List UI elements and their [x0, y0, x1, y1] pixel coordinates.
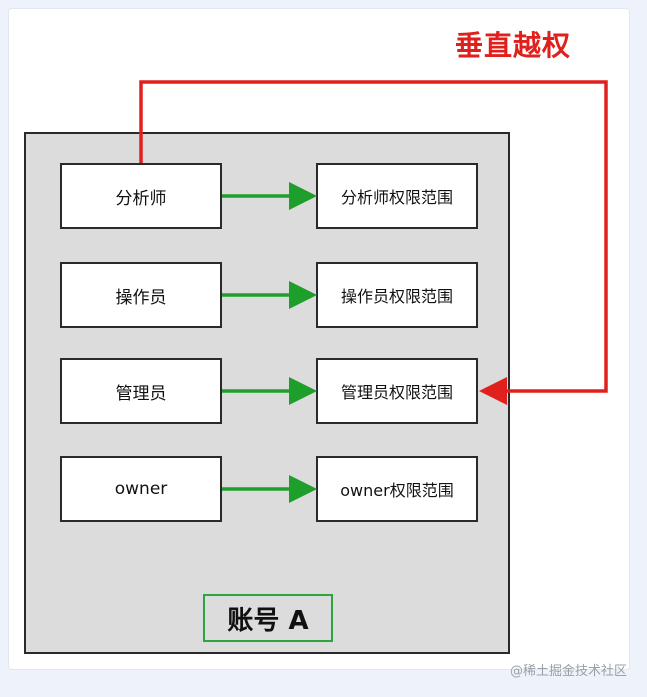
- scope-owner-box: owner权限范围: [316, 456, 478, 522]
- escalation-arrow: [139, 80, 608, 405]
- role-analyst-label: 分析师: [115, 188, 167, 209]
- account-label-text: 账号 A: [227, 605, 309, 636]
- scope-owner-label: owner权限范围: [340, 481, 454, 500]
- watermark: @稀土掘金技术社区: [509, 664, 627, 679]
- scope-admin-box: 管理员权限范围: [316, 358, 478, 424]
- role-operator-box: 操作员: [60, 262, 222, 328]
- scope-analyst-box: 分析师权限范围: [316, 163, 478, 229]
- role-admin-label: 管理员: [115, 383, 167, 404]
- role-analyst-box: 分析师: [60, 163, 222, 229]
- scope-operator-label: 操作员权限范围: [340, 287, 453, 306]
- scope-operator-box: 操作员权限范围: [316, 262, 478, 328]
- account-label: 账号 A: [203, 594, 333, 642]
- diagram-title: 垂直越权: [455, 29, 572, 62]
- role-owner-label: owner: [114, 479, 168, 499]
- role-operator-label: 操作员: [115, 287, 167, 308]
- role-owner-box: owner: [60, 456, 222, 522]
- scope-analyst-label: 分析师权限范围: [340, 188, 453, 207]
- scope-admin-label: 管理员权限范围: [340, 383, 453, 402]
- role-admin-box: 管理员: [60, 358, 222, 424]
